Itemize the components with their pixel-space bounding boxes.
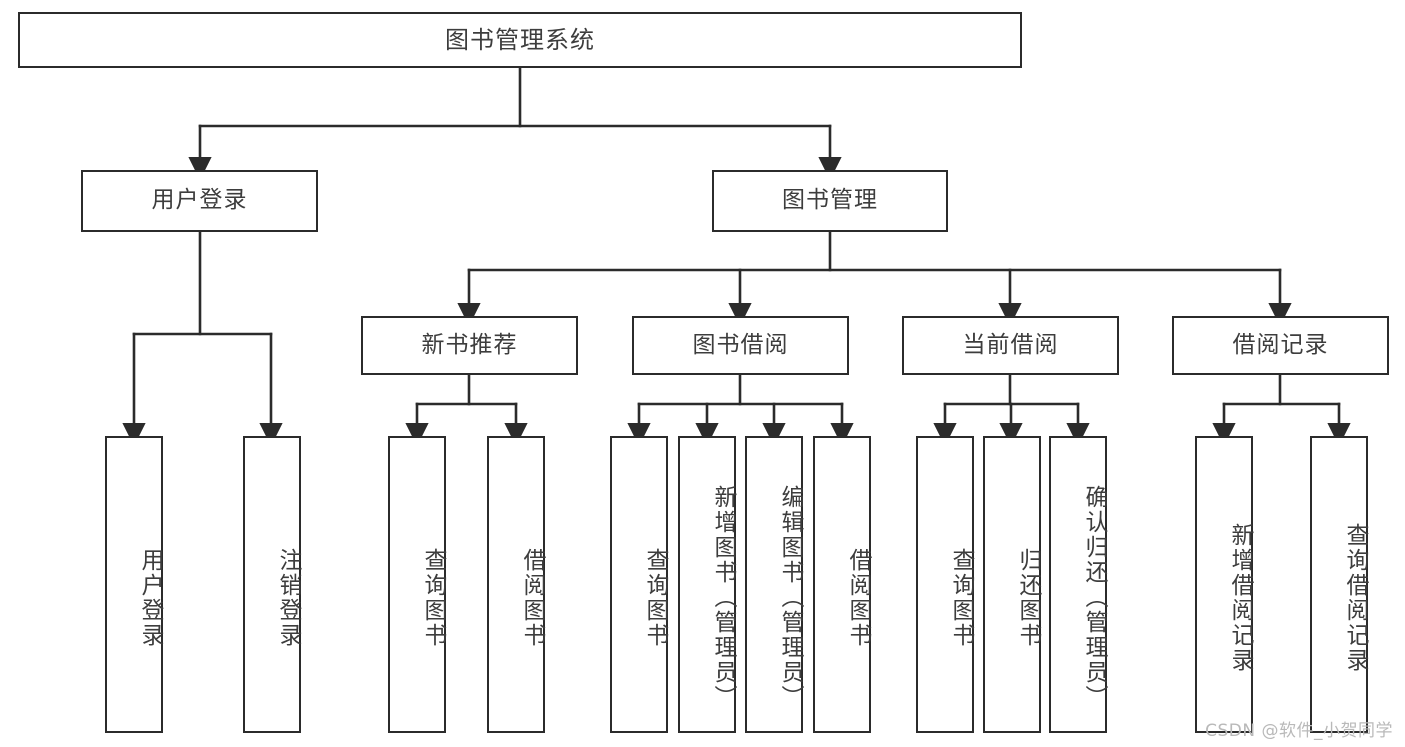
- node-label: 借阅图书: [845, 547, 871, 648]
- node-label: 归还图书: [1015, 547, 1041, 648]
- node-leaf-borrowrecord-query-record[interactable]: 查询借阅记录: [1310, 436, 1368, 733]
- node-leaf-newbook-query-book[interactable]: 查询图书: [388, 436, 446, 733]
- node-label: 查询图书: [420, 547, 446, 648]
- node-current-borrow[interactable]: 当前借阅: [902, 316, 1119, 375]
- node-label: 借阅记录: [1232, 331, 1329, 358]
- node-leaf-logout[interactable]: 注销登录: [243, 436, 301, 733]
- node-new-book-recommend[interactable]: 新书推荐: [361, 316, 578, 375]
- node-label: 新增图书（管理员）: [710, 485, 736, 710]
- node-label: 用户登录: [151, 187, 248, 214]
- node-book-borrow[interactable]: 图书借阅: [632, 316, 849, 375]
- node-root-system[interactable]: 图书管理系统: [18, 12, 1022, 68]
- node-label: 用户登录: [137, 547, 163, 648]
- node-label: 查询借阅记录: [1342, 522, 1368, 673]
- node-label: 图书管理: [782, 187, 878, 214]
- node-leaf-bookborrow-edit-book[interactable]: 编辑图书（管理员）: [745, 436, 803, 733]
- node-book-management[interactable]: 图书管理: [712, 170, 948, 232]
- node-label: 查询图书: [642, 547, 668, 648]
- node-leaf-bookborrow-add-book[interactable]: 新增图书（管理员）: [678, 436, 736, 733]
- node-borrow-record[interactable]: 借阅记录: [1172, 316, 1389, 375]
- node-leaf-borrowrecord-add-record[interactable]: 新增借阅记录: [1195, 436, 1253, 733]
- node-label: 编辑图书（管理员）: [777, 485, 803, 710]
- node-leaf-bookborrow-query-book[interactable]: 查询图书: [610, 436, 668, 733]
- node-label: 图书管理系统: [445, 25, 595, 54]
- node-label: 图书借阅: [692, 331, 789, 358]
- watermark-text: CSDN @软件_小贺同学: [1205, 721, 1393, 741]
- node-label: 注销登录: [275, 547, 301, 648]
- node-label: 查询图书: [948, 547, 974, 648]
- node-label: 新增借阅记录: [1227, 522, 1253, 673]
- node-label: 借阅图书: [519, 547, 545, 648]
- node-label: 确认归还（管理员）: [1081, 485, 1107, 710]
- node-leaf-currentborrow-confirm-return[interactable]: 确认归还（管理员）: [1049, 436, 1107, 733]
- node-label: 当前借阅: [962, 331, 1059, 358]
- node-leaf-user-login[interactable]: 用户登录: [105, 436, 163, 733]
- node-user-login[interactable]: 用户登录: [81, 170, 318, 232]
- node-label: 新书推荐: [421, 331, 518, 358]
- node-leaf-newbook-borrow-book[interactable]: 借阅图书: [487, 436, 545, 733]
- node-leaf-currentborrow-return-book[interactable]: 归还图书: [983, 436, 1041, 733]
- node-leaf-currentborrow-query-book[interactable]: 查询图书: [916, 436, 974, 733]
- node-leaf-bookborrow-borrow-book[interactable]: 借阅图书: [813, 436, 871, 733]
